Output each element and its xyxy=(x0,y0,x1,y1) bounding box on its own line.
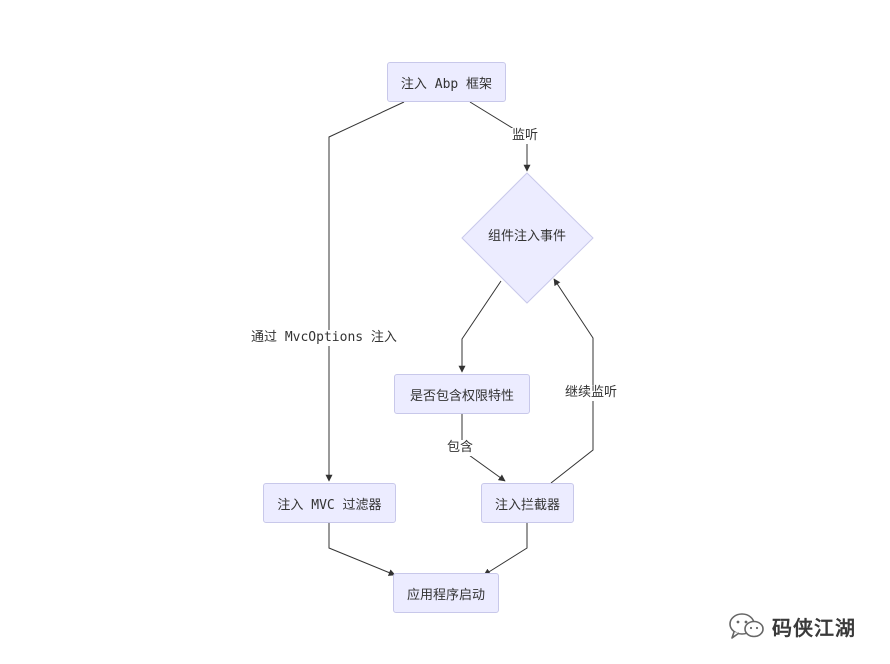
node-component-event-label: 组件注入事件 xyxy=(487,229,566,244)
node-has-auth-label: 是否包含权限特性 xyxy=(409,388,514,404)
watermark-text: 码侠江湖 xyxy=(772,615,856,640)
edge-interceptor-to-start xyxy=(483,523,528,576)
edge-label-via-mvcoptions: 通过 MvcOptions 注入 xyxy=(250,330,398,346)
node-app-start: 应用程序启动 xyxy=(393,573,499,613)
node-has-auth-attribute: 是否包含权限特性 xyxy=(394,374,530,414)
edge-label-continue-listen: 继续监听 xyxy=(564,385,619,401)
decision-diamond xyxy=(461,172,594,304)
edge-label-contains: 包含 xyxy=(446,440,475,456)
node-inject-abp: 注入 Abp 框架 xyxy=(387,62,506,102)
node-interceptor-label: 注入拦截器 xyxy=(494,497,560,513)
node-app-start-label: 应用程序启动 xyxy=(406,587,485,603)
node-inject-interceptor: 注入拦截器 xyxy=(481,483,574,523)
wechat-icon xyxy=(729,613,764,639)
edge-mvc-to-start xyxy=(328,523,396,576)
edge-interceptor-to-event xyxy=(550,278,594,484)
edge-label-listen: 监听 xyxy=(511,128,540,144)
node-inject-mvc-label: 注入 MVC 过滤器 xyxy=(277,497,382,513)
node-inject-abp-label: 注入 Abp 框架 xyxy=(400,76,493,92)
edge-abp-to-mvc xyxy=(325,101,405,482)
node-inject-mvc-filter: 注入 MVC 过滤器 xyxy=(263,483,396,523)
watermark: 码侠江湖 xyxy=(728,610,856,642)
edge-event-to-auth xyxy=(458,280,502,373)
